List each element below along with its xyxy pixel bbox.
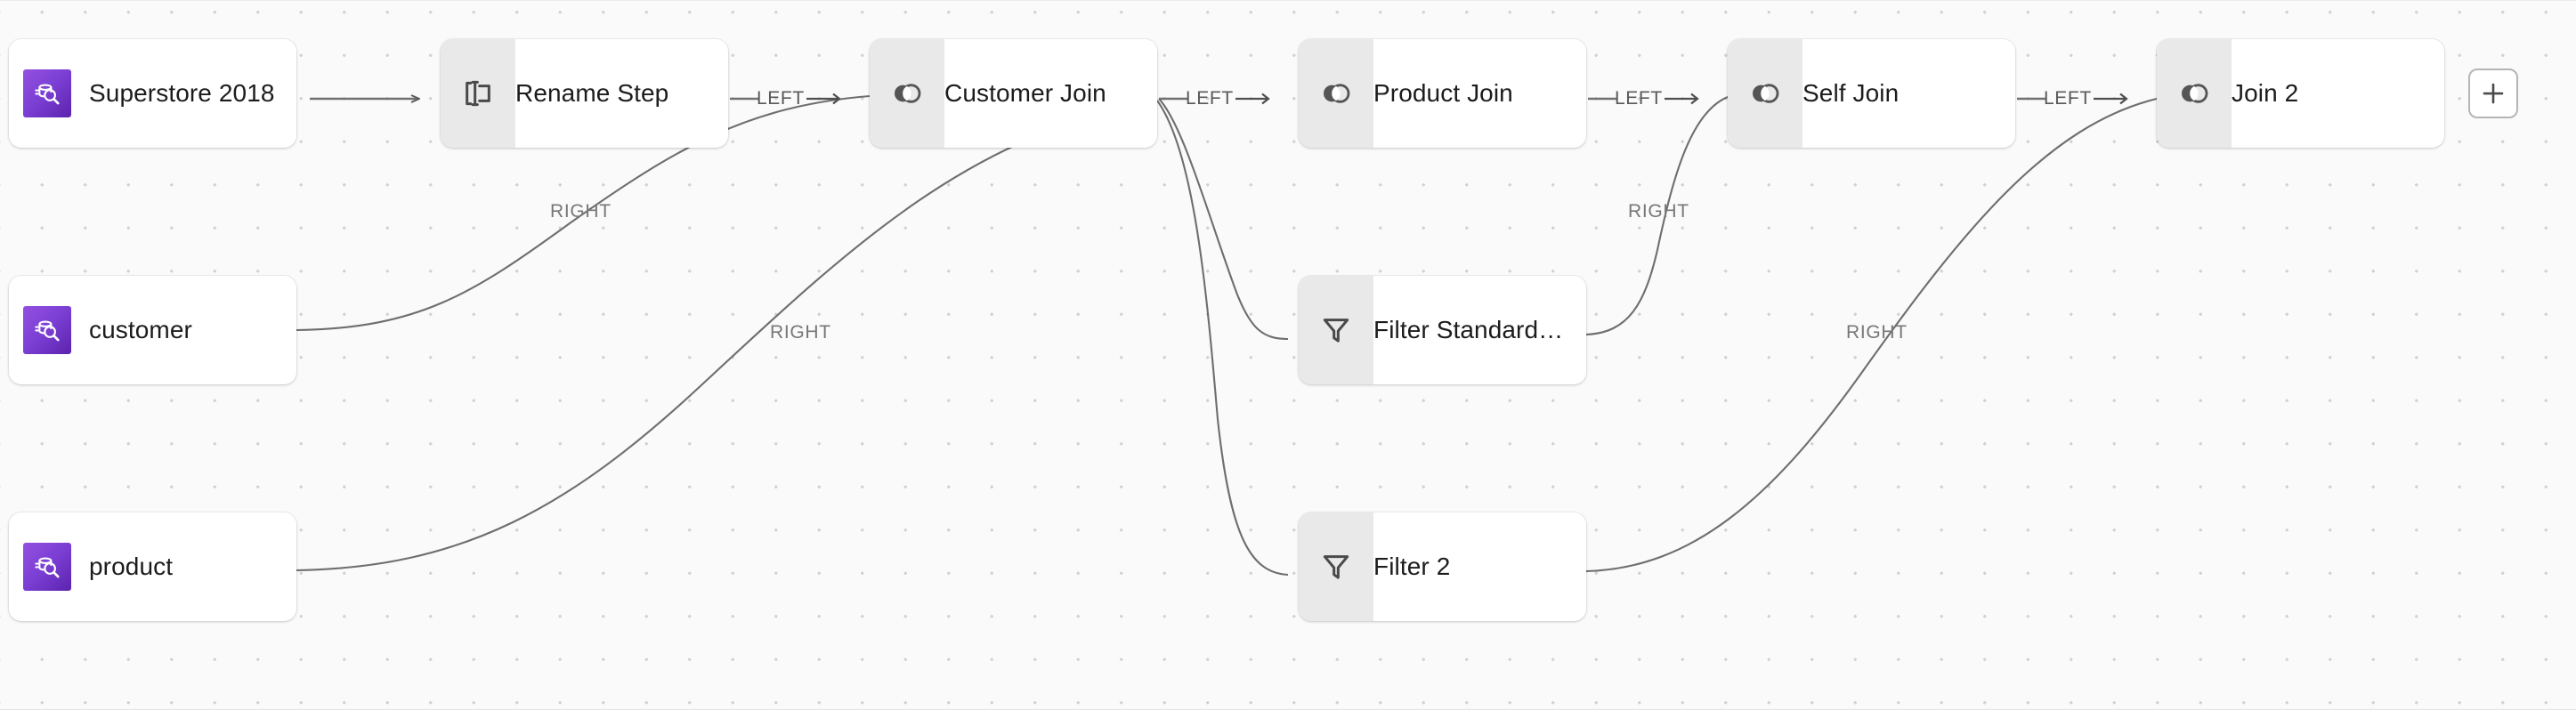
- join-venn-icon: [1753, 84, 1779, 103]
- node-icon-cell: [1299, 512, 1373, 621]
- node-label: Self Join: [1802, 78, 1900, 107]
- node-label-cell: Filter 2: [1373, 512, 1586, 621]
- node-label: Rename Step: [515, 78, 669, 107]
- node-customer-join[interactable]: Customer Join: [870, 39, 1157, 148]
- arrow-right-icon: [2093, 93, 2128, 105]
- funnel-icon: [1323, 319, 1349, 343]
- edge-label-text: LEFT: [1186, 88, 1234, 109]
- node-icon-cell: [9, 276, 85, 384]
- node-label-cell: customer: [85, 276, 296, 384]
- arrow-right-icon: [1664, 93, 1699, 105]
- node-self-join[interactable]: Self Join: [1728, 39, 2015, 148]
- edge-label-right-filter-standard-to-self-join: RIGHT: [1628, 201, 1689, 222]
- edge-customer-join-to-filter-standard: [1158, 98, 1289, 341]
- edge-label-left-rename-to-customer-join: LEFT: [755, 87, 847, 110]
- node-filter-standard[interactable]: Filter Standard…: [1299, 276, 1586, 384]
- node-label: Filter Standard…: [1373, 315, 1564, 343]
- edge-label-text: LEFT: [757, 88, 805, 109]
- edge-label-left-customer-join-to-product-join: LEFT: [1184, 87, 1276, 110]
- node-product[interactable]: product: [9, 512, 296, 621]
- node-icon-cell: [441, 39, 515, 148]
- node-label-cell: Rename Step: [515, 39, 728, 148]
- rename-field-icon: [466, 80, 490, 107]
- node-icon-cell: [1299, 276, 1373, 384]
- node-icon-cell: [2157, 39, 2232, 148]
- node-label-cell: Customer Join: [944, 39, 1157, 148]
- join-venn-icon: [2182, 84, 2208, 103]
- node-rename-step[interactable]: Rename Step: [441, 39, 728, 148]
- database-search-icon: [23, 306, 71, 354]
- node-label: Product Join: [1373, 78, 1513, 107]
- node-icon-cell: [1299, 39, 1373, 148]
- edge-customer-join-to-filter-2: [1156, 100, 1289, 577]
- node-icon-cell: [870, 39, 944, 148]
- plus-icon: [2483, 83, 2504, 104]
- node-join-2[interactable]: Join 2: [2157, 39, 2444, 148]
- arrow-right-icon: [806, 93, 841, 105]
- node-icon-cell: [9, 39, 85, 148]
- database-search-icon: [23, 69, 71, 117]
- node-product-join[interactable]: Product Join: [1299, 39, 1586, 148]
- node-icon-cell: [1728, 39, 1802, 148]
- node-label-cell: Product Join: [1373, 39, 1586, 148]
- arrow-right-icon: [1235, 93, 1270, 105]
- funnel-icon: [1323, 555, 1349, 579]
- edge-label-left-self-join-to-join-2: LEFT: [2042, 87, 2135, 110]
- edge-label-right-filter-2-to-join-2: RIGHT: [1846, 322, 1908, 343]
- edge-label-left-product-join-to-self-join: LEFT: [1613, 87, 1705, 110]
- node-superstore-2018[interactable]: Superstore 2018: [9, 39, 296, 148]
- node-label-cell: Filter Standard…: [1373, 276, 1586, 384]
- node-label: product: [89, 552, 174, 580]
- edge-label-text: LEFT: [2044, 88, 2092, 109]
- node-filter-2[interactable]: Filter 2: [1299, 512, 1586, 621]
- add-step-button[interactable]: [2468, 69, 2518, 118]
- node-label-cell: Superstore 2018: [85, 39, 296, 148]
- node-label: Join 2: [2232, 78, 2299, 107]
- node-label-cell: Join 2: [2232, 39, 2444, 148]
- node-icon-cell: [9, 512, 85, 621]
- node-customer[interactable]: customer: [9, 276, 296, 384]
- join-venn-icon: [1324, 84, 1350, 103]
- edge-product-to-product-join: [296, 99, 1158, 572]
- join-venn-icon: [895, 84, 921, 103]
- node-label: Superstore 2018: [89, 78, 275, 107]
- edge-label-text: LEFT: [1615, 88, 1663, 109]
- edge-label-right-product-to-product-join: RIGHT: [770, 322, 831, 343]
- node-label-cell: product: [85, 512, 296, 621]
- edge-label-right-customer-to-customer-join: RIGHT: [550, 201, 612, 222]
- node-label: Filter 2: [1373, 552, 1451, 580]
- node-label-cell: Self Join: [1802, 39, 2015, 148]
- database-search-icon: [23, 543, 71, 591]
- node-label: customer: [89, 315, 192, 343]
- node-label: Customer Join: [944, 78, 1106, 107]
